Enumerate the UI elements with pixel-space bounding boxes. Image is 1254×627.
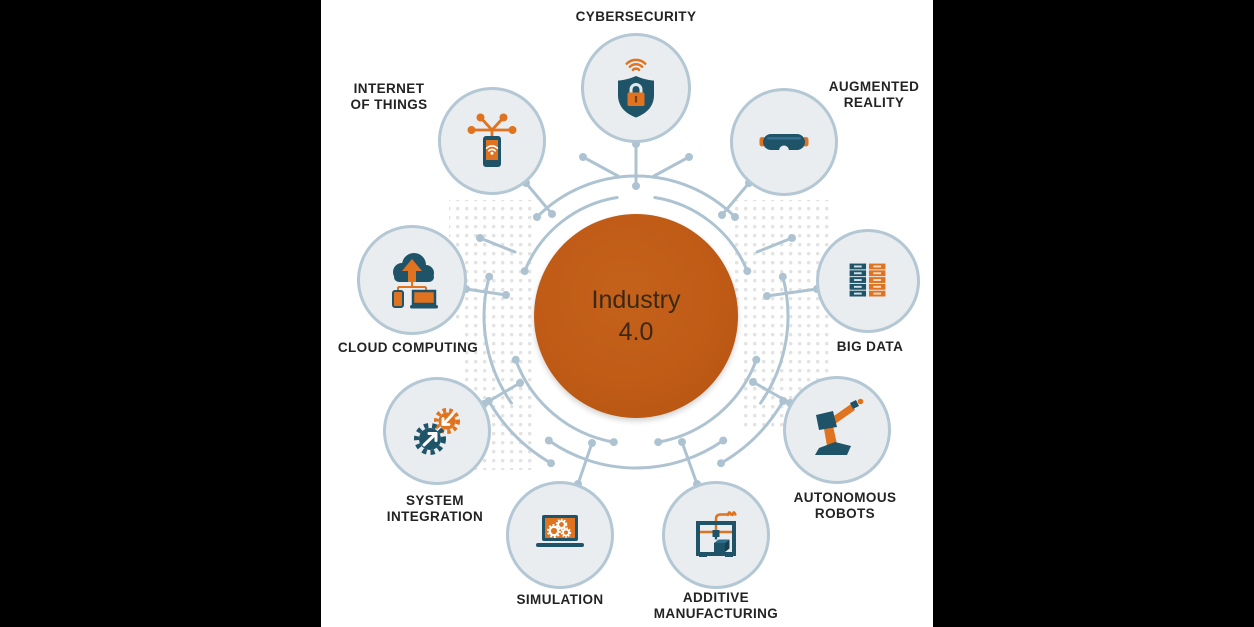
connector-network	[449, 140, 829, 488]
hub-title-line1: Industry	[591, 285, 681, 314]
label-system-integration: SYSTEM INTEGRATION	[386, 493, 484, 525]
label-autonomous-robots: AUTONOMOUS ROBOTS	[793, 490, 897, 522]
hub-title-line2: 4.0	[618, 318, 654, 346]
label-cybersecurity: CYBERSECURITY	[575, 9, 697, 24]
node-simulation	[506, 481, 614, 589]
3d-printer-icon	[696, 511, 737, 557]
label-cloud-computing: CLOUD COMPUTING	[337, 340, 479, 355]
letterbox-right	[933, 0, 1254, 627]
industry40-diagram: Industry 4.0	[321, 0, 933, 627]
node-cloud-computing	[357, 225, 467, 335]
ar-goggles-icon	[759, 134, 809, 156]
node-big-data	[816, 229, 920, 333]
label-additive-manufacturing: ADDITIVE MANUFACTURING	[653, 590, 779, 622]
shield-lock-icon	[618, 58, 654, 118]
gears-arrows-icon	[414, 407, 461, 455]
cloud-devices-icon	[392, 253, 438, 309]
laptop-gears-icon	[536, 515, 584, 547]
label-internet-of-things: INTERNET OF THINGS	[350, 81, 428, 113]
node-internet-of-things	[438, 87, 546, 195]
node-augmented-reality	[730, 88, 838, 196]
node-system-integration	[383, 377, 491, 485]
label-big-data: BIG DATA	[836, 339, 904, 354]
connector-lines	[464, 141, 819, 486]
server-stack-icon	[849, 263, 886, 297]
node-cybersecurity	[581, 33, 691, 143]
label-augmented-reality: AUGMENTED REALITY	[828, 79, 920, 111]
node-autonomous-robots	[783, 376, 891, 484]
letterbox-left	[0, 0, 321, 627]
center-hub-title: Industry 4.0	[592, 284, 681, 349]
center-hub: Industry 4.0	[534, 214, 738, 418]
node-additive-manufacturing	[662, 481, 770, 589]
robot-arm-icon	[815, 398, 864, 455]
label-simulation: SIMULATION	[516, 592, 604, 607]
connected-device-icon	[467, 113, 517, 167]
